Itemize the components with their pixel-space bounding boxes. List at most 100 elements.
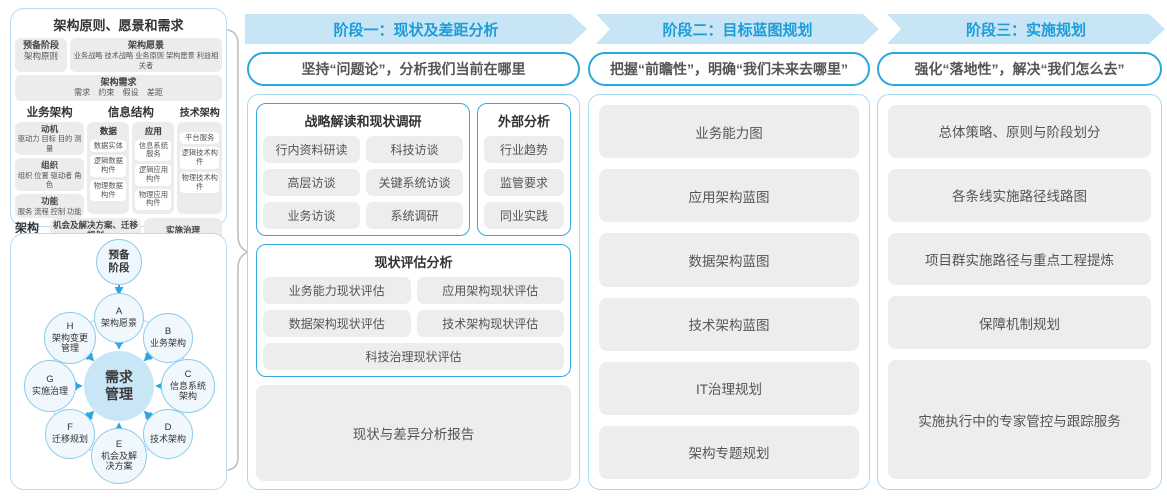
domain-headers: 业务架构 信息结构 技术架构 [15, 104, 222, 120]
application-item: 物理应用构件 [135, 188, 172, 211]
adm-label: 架构愿景 [100, 318, 137, 329]
organization-title: 组织 [41, 159, 59, 170]
assessment-item: 数据架构现状评估 [263, 310, 411, 337]
motivation-title: 动机 [41, 123, 59, 134]
assessment-item: 技术架构现状评估 [416, 310, 564, 337]
phase1-header-band: 阶段一：现状及差距分析 [245, 14, 587, 44]
external-item: 监管要求 [484, 169, 564, 196]
phase3-deliverable: 保障机制规划 [888, 296, 1151, 350]
gap-analysis-report-box: 现状与差异分析报告 [256, 385, 571, 481]
adm-phase-e: E 机会及解决方案 [91, 428, 147, 484]
phase3-deliverable: 项目群实施路径与重点工程提炼 [888, 232, 1151, 286]
principles-vision-requirements-panel: 架构原则、愿景和需求 预备阶段 架构原则 架构愿景 业务战略 技术战略 业务原则… [10, 8, 227, 254]
phase3-content: 总体策略、原则与阶段划分 各条线实施路径线路图 项目群实施路径与重点工程提炼 保… [877, 94, 1162, 490]
phase2-header: 阶段二：目标蓝图规划 [662, 21, 813, 39]
adm-prep-label: 预备阶段 [108, 249, 130, 274]
strategy-group-title: 战略解读和现状调研 [304, 114, 422, 129]
phase2-deliverable: 数据架构蓝图 [599, 233, 859, 287]
panel-title: 架构原则、愿景和需求 [53, 18, 184, 33]
adm-label: 迁移规划 [51, 434, 88, 445]
adm-center-label: 需求管理 [105, 368, 133, 403]
strategy-research-group: 战略解读和现状调研 行内资料研读 科技访谈 高层访谈 关键系统访谈 业务访谈 系… [256, 103, 470, 236]
adm-label: 实施治理 [31, 386, 68, 397]
technology-item: 平台服务 [180, 131, 220, 145]
external-analysis-group: 外部分析 行业趋势 监管要求 同业实践 [477, 103, 571, 236]
application-item: 信息系统服务 [135, 139, 172, 162]
adm-letter: F [67, 422, 73, 434]
motivation-sub: 驱动力 目标 目的 测量 [17, 134, 82, 153]
phase1-top-row: 战略解读和现状调研 行内资料研读 科技访谈 高层访谈 关键系统访谈 业务访谈 系… [256, 103, 571, 236]
prep-title: 预备阶段 [22, 40, 59, 50]
adm-phase-b: B 业务架构 [143, 313, 193, 363]
architecture-vision-box: 架构愿景 业务战略 技术战略 业务原则 架构愿景 利益相关者 [70, 38, 222, 72]
req-sub: 需求 约束 假设 差距 [74, 88, 163, 98]
data-item: 物理数据构件 [90, 179, 127, 202]
adm-phase-h: H 架构变更管理 [44, 312, 96, 364]
motivation-box: 动机 驱动力 目标 目的 测量 [15, 121, 85, 155]
req-title: 架构需求 [100, 76, 137, 87]
phase2-deliverable: IT治理规划 [599, 361, 859, 415]
phase3-deliverable: 各条线实施路径线路图 [888, 168, 1151, 222]
adm-requirements-management: 需求管理 [84, 351, 154, 421]
adm-phase-d: D 技术架构 [143, 409, 193, 459]
data-header: 数据 [99, 125, 117, 136]
strategy-item: 科技访谈 [366, 136, 463, 163]
architecture-requirements-box: 架构需求 需求 约束 假设 差距 [15, 74, 222, 101]
adm-letter: G [46, 374, 54, 386]
adm-preliminary-phase: 预备阶段 [96, 239, 142, 285]
adm-label: 机会及解决方案 [100, 451, 137, 472]
adm-label: 架构变更管理 [51, 333, 88, 354]
phase2-deliverable: 技术架构蓝图 [599, 297, 859, 351]
phase3-header: 阶段三：实施规划 [965, 21, 1086, 39]
phase3-deliverable: 实施执行中的专家管控与跟踪服务 [888, 360, 1151, 479]
assessment-item: 应用架构现状评估 [416, 277, 564, 304]
application-header: 应用 [144, 125, 162, 136]
phase2-subtitle: 把握“前瞻性”，明确“我们未来去哪里” [588, 52, 870, 86]
vision-sub: 业务战略 技术战略 业务原则 架构愿景 利益相关者 [73, 51, 219, 70]
preliminary-phase-box: 预备阶段 架构原则 [15, 38, 67, 72]
technology-arch-column: 平台服务 逻辑技术构件 物理技术构件 [177, 121, 223, 214]
adm-label: 业务架构 [149, 338, 186, 349]
prep-sub: 架构原则 [23, 51, 58, 62]
assessment-group: 现状评估分析 业务能力现状评估 应用架构现状评估 数据架构现状评估 技术架构现状… [256, 244, 571, 377]
adm-phase-g: G 实施治理 [24, 360, 76, 412]
information-structure-header: 信息结构 [107, 106, 154, 119]
strategy-item: 关键系统访谈 [366, 169, 463, 196]
external-item: 同业实践 [484, 202, 564, 229]
function-title: 功能 [41, 196, 59, 207]
data-item: 数据实体 [90, 139, 127, 153]
strategy-item: 业务访谈 [263, 202, 360, 229]
phase3-deliverable: 总体策略、原则与阶段划分 [888, 105, 1151, 158]
phase2-deliverable: 业务能力图 [599, 105, 859, 159]
business-arch-header: 业务架构 [26, 106, 73, 119]
function-box: 功能 服务 流程 控制 功能 [15, 194, 85, 219]
phase2-subtitle-text: 把握“前瞻性”，明确“我们未来去哪里” [610, 61, 848, 77]
phase3-subtitle-text: 强化“落地性”，解决“我们怎么去” [914, 61, 1125, 77]
domain-columns: 动机 驱动力 目标 目的 测量 组织 组织 位置 驱动者 角色 功能 服务 流程… [15, 121, 223, 219]
phase1-subtitle-text: 坚持“问题论”，分析我们当前在哪里 [301, 61, 526, 77]
phase2-deliverable: 应用架构蓝图 [599, 169, 859, 223]
phase2-deliverable: 架构专题规划 [599, 425, 859, 480]
phase1-content: 战略解读和现状调研 行内资料研读 科技访谈 高层访谈 关键系统访谈 业务访谈 系… [247, 94, 580, 490]
governance-title: 实施治理 [165, 224, 200, 235]
adm-letter: A [115, 306, 123, 318]
adm-letter: C [184, 369, 192, 381]
organization-box: 组织 组织 位置 驱动者 角色 [15, 157, 85, 192]
organization-sub: 组织 位置 驱动者 角色 [17, 170, 82, 189]
adm-letter: B [164, 326, 172, 338]
assessment-group-title: 现状评估分析 [374, 255, 453, 270]
vision-title: 架构愿景 [127, 40, 164, 50]
phase2-content: 业务能力图 应用架构蓝图 数据架构蓝图 技术架构蓝图 IT治理规划 架构专题规划 [588, 94, 870, 490]
adm-letter: D [164, 422, 172, 434]
adm-letter: H [66, 321, 74, 333]
adm-phase-a: A 架构愿景 [94, 293, 144, 343]
adm-letter: E [115, 439, 123, 451]
application-item: 逻辑应用构件 [135, 164, 172, 186]
phase1-subtitle: 坚持“问题论”，分析我们当前在哪里 [247, 52, 580, 86]
strategy-item: 行内资料研读 [263, 136, 360, 163]
technology-arch-header: 技术架构 [179, 107, 220, 119]
technology-item: 物理技术构件 [180, 171, 220, 194]
technology-item: 逻辑技术构件 [180, 147, 220, 169]
phase3-header-band: 阶段三：实施规划 [887, 14, 1165, 44]
technology-container: 平台服务 逻辑技术构件 物理技术构件 [177, 121, 223, 214]
